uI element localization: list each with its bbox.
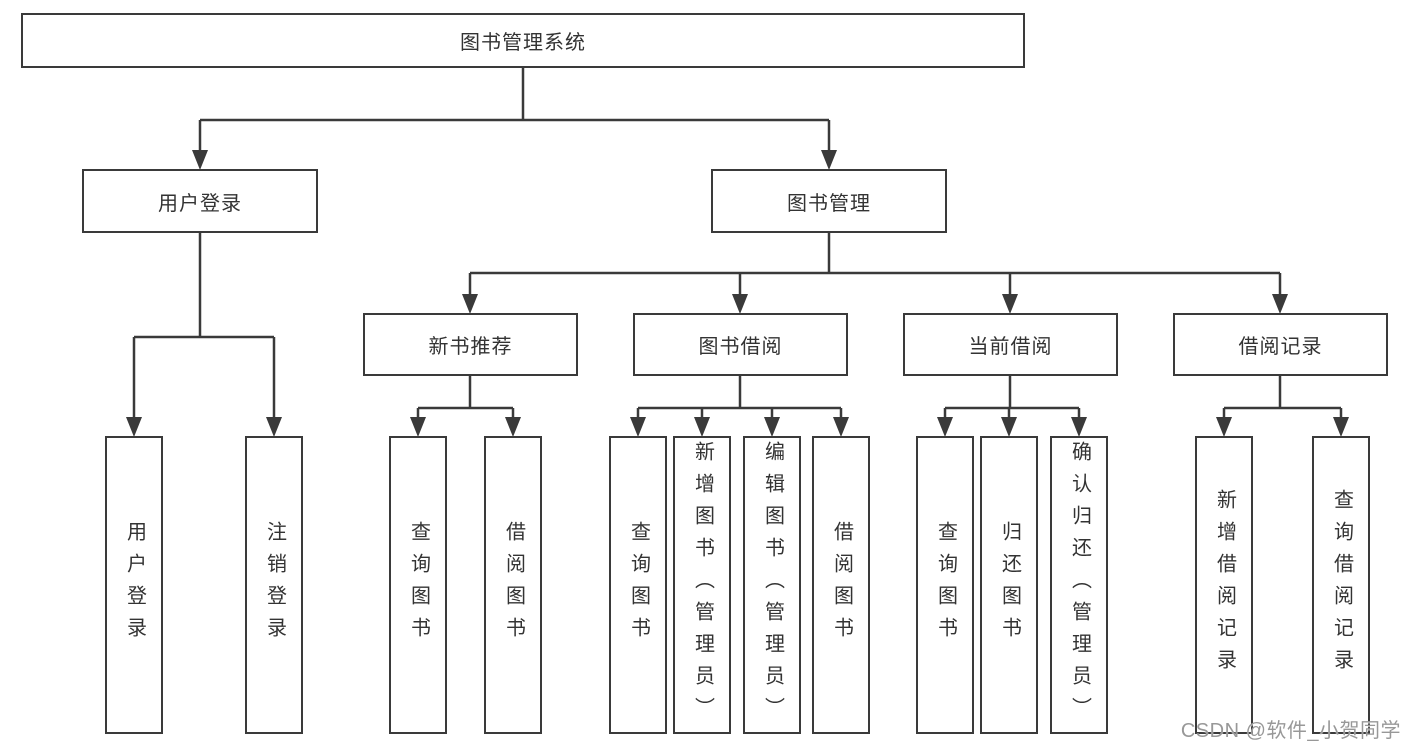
arrowhead <box>694 417 710 437</box>
csdn-watermark: CSDN @软件_小贺同学 <box>1180 720 1401 742</box>
leaf-logout: 注销登录 <box>245 436 303 734</box>
leaf-bb-add-books-admin: 新增图书（管理员） <box>673 436 731 734</box>
node-user-login: 用户登录 <box>82 169 318 233</box>
arrowhead <box>1333 417 1349 437</box>
leaf-cb-query-books: 查询图书 <box>916 436 974 734</box>
arrowhead <box>732 294 748 314</box>
arrowhead <box>462 294 478 314</box>
node-book-borrowing: 图书借阅 <box>633 313 848 376</box>
arrowhead <box>630 417 646 437</box>
arrowhead <box>1001 417 1017 437</box>
arrowhead <box>937 417 953 437</box>
node-library-system: 图书管理系统 <box>21 13 1025 68</box>
arrowhead <box>764 417 780 437</box>
leaf-bb-query-books: 查询图书 <box>609 436 667 734</box>
arrowhead <box>126 417 142 437</box>
leaf-nb-borrow-books: 借阅图书 <box>484 436 542 734</box>
node-new-book-recommend: 新书推荐 <box>363 313 578 376</box>
arrowhead <box>1272 294 1288 314</box>
leaf-bb-borrow-books: 借阅图书 <box>812 436 870 734</box>
leaf-bb-edit-books-admin: 编辑图书（管理员） <box>743 436 801 734</box>
arrowhead <box>410 417 426 437</box>
arrowhead <box>1071 417 1087 437</box>
arrowhead <box>1216 417 1232 437</box>
leaf-nb-query-books: 查询图书 <box>389 436 447 734</box>
arrowhead <box>833 417 849 437</box>
arrowhead <box>505 417 521 437</box>
arrowheads <box>126 150 1349 437</box>
leaf-user-login: 用户登录 <box>105 436 163 734</box>
leaf-br-add-record: 新增借阅记录 <box>1195 436 1253 734</box>
arrowhead <box>1002 294 1018 314</box>
leaf-br-query-record: 查询借阅记录 <box>1312 436 1370 734</box>
leaf-cb-confirm-return-admin: 确认归还（管理员） <box>1050 436 1108 734</box>
node-current-borrowing: 当前借阅 <box>903 313 1118 376</box>
node-borrow-records: 借阅记录 <box>1173 313 1388 376</box>
node-book-management: 图书管理 <box>711 169 947 233</box>
arrowhead <box>192 150 208 170</box>
leaf-cb-return-books: 归还图书 <box>980 436 1038 734</box>
arrowhead <box>821 150 837 170</box>
arrowhead <box>266 417 282 437</box>
